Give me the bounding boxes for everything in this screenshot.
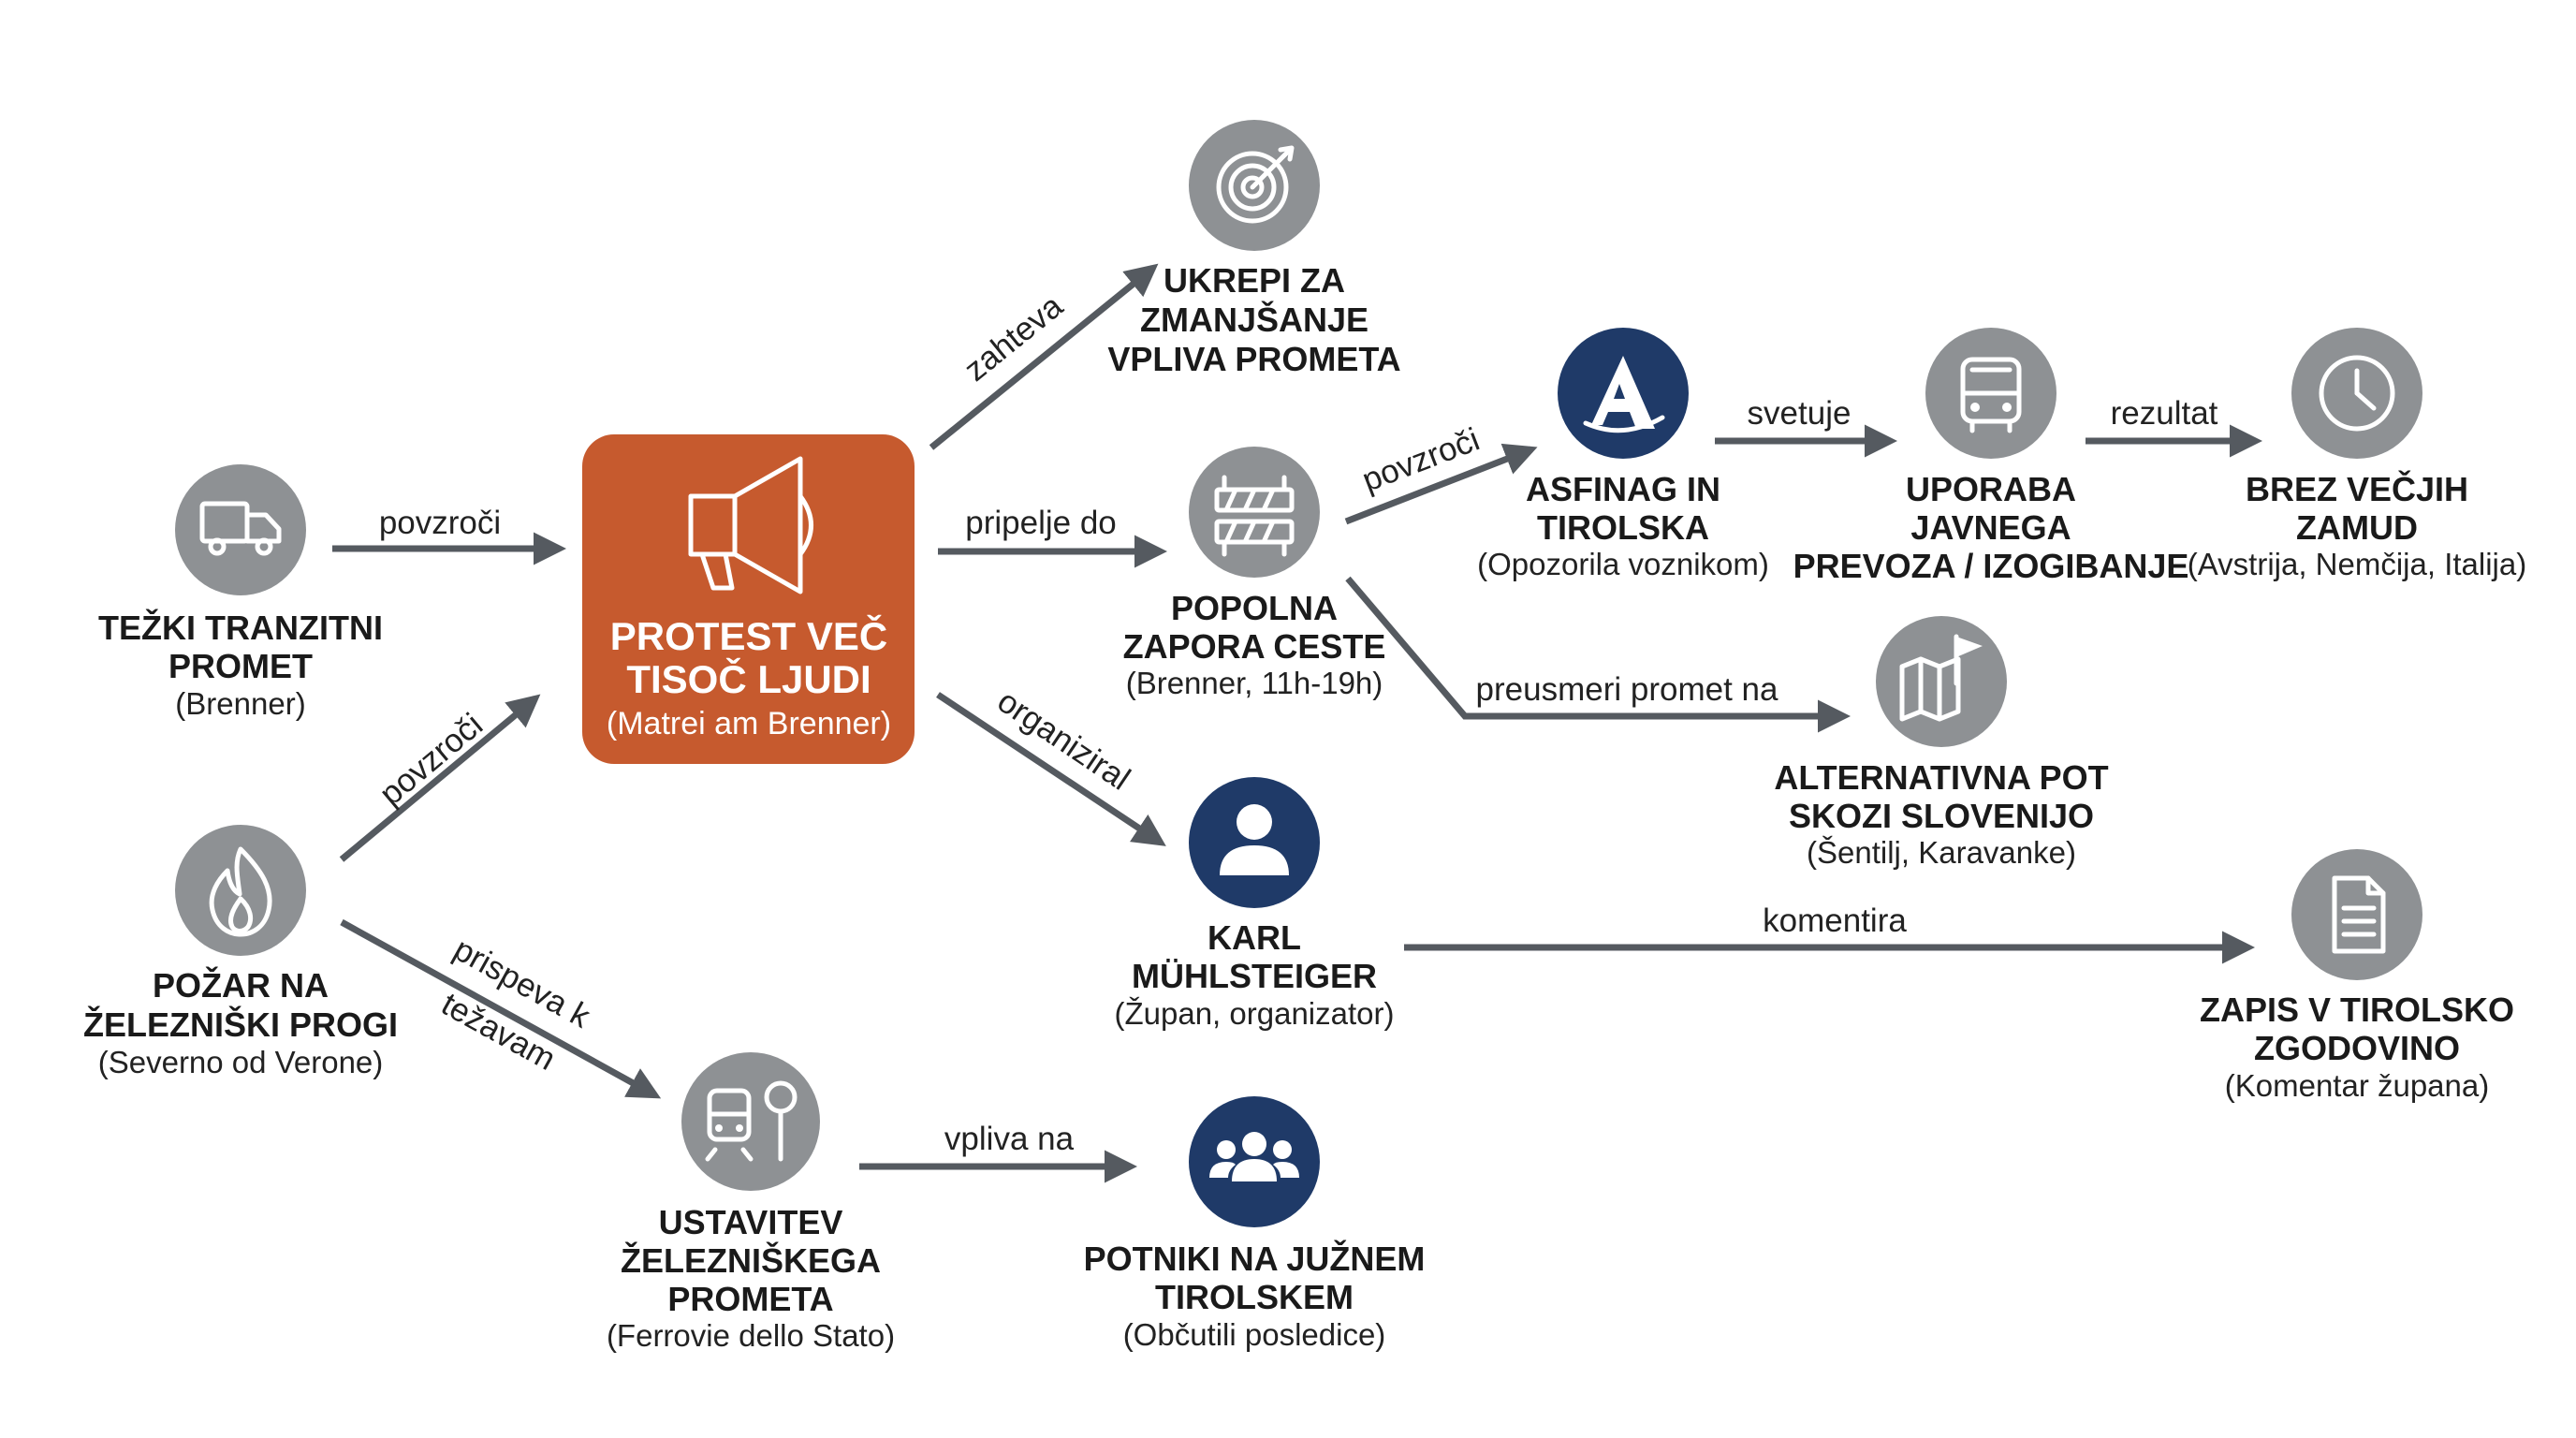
node-tezki-tranzitni-promet: TEŽKI TRANZITNI PROMET (Brenner) <box>98 464 383 721</box>
node-subtitle: (Severno od Verone) <box>98 1045 384 1079</box>
node-title-line-3: PROMETA <box>667 1280 833 1318</box>
edge-label-asfinag-uporaba: svetuje <box>1748 395 1852 432</box>
edge-ustavitev-potniki: vpliva na <box>859 1121 1137 1183</box>
node-subtitle: (Ferrovie dello Stato) <box>607 1318 895 1353</box>
node-title-line-1: ASFINAG IN <box>1526 470 1720 508</box>
fire-icon <box>209 846 272 937</box>
node-subtitle: (Župan, organizator) <box>1115 996 1395 1031</box>
edge-label-ustavitev-potniki: vpliva na <box>944 1121 1075 1157</box>
node-subtitle: (Opozorila voznikom) <box>1477 547 1769 581</box>
node-popolna-zapora-ceste: POPOLNA ZAPORA CESTE (Brenner, 11h-19h) <box>1123 447 1386 700</box>
node-ukrepi: UKREPI ZA ZMANJŠANJE VPLIVA PROMETA <box>1107 120 1401 378</box>
edge-label-karl-zapis: komentira <box>1763 902 1907 939</box>
edge-karl-zapis: komentira <box>1404 902 2255 964</box>
clock-icon <box>2319 355 2395 432</box>
node-alternativna-pot: ALTERNATIVNA POT SKOZI SLOVENIJO (Šentil… <box>1774 616 2109 870</box>
node-title-line-2: ZAMUD <box>2296 508 2418 547</box>
node-asfinag-in-tirolska: ASFINAG IN TIROLSKA (Opozorila voznikom) <box>1477 328 1769 581</box>
megaphone-icon <box>688 456 813 594</box>
edge-label-zapora-asfinag: povzroči <box>1357 421 1485 499</box>
node-title-line-2: ZGODOVINO <box>2254 1029 2460 1067</box>
node-brez-vecjih-zamud: BREZ VEČJIH ZAMUD (Avstrija, Nemčija, It… <box>2188 328 2526 581</box>
node-title-line-2: TIROLSKEM <box>1155 1278 1354 1316</box>
node-title-line-1: UPORABA <box>1906 470 2076 508</box>
edge-hub-zapora: pripelje do <box>938 505 1167 568</box>
node-karl-muhlsteiger: KARL MÜHLSTEIGER (Župan, organizator) <box>1115 777 1395 1031</box>
bus-icon <box>1960 357 2022 433</box>
node-uporaba-javnega-prevoza: UPORABA JAVNEGA PREVOZA / IZOGIBANJE <box>1793 328 2189 585</box>
edge-zapora-asfinag: povzroči <box>1344 421 1538 525</box>
node-title-line-2: JAVNEGA <box>1910 508 2071 547</box>
node-title-line-3: PREVOZA / IZOGIBANJE <box>1793 547 2189 585</box>
node-subtitle: (Brenner, 11h-19h) <box>1126 666 1383 700</box>
node-title-line-3: VPLIVA PROMETA <box>1107 340 1400 378</box>
edge-label-promet-hub: povzroči <box>379 505 501 541</box>
node-subtitle: (Občutili posledice) <box>1123 1317 1386 1352</box>
node-title-line-1: POPOLNA <box>1171 589 1338 627</box>
person-icon <box>1220 804 1289 875</box>
node-title-line-1: POTNIKI NA JUŽNEM <box>1084 1239 1426 1278</box>
edge-hub-karl: organiziral <box>936 682 1166 846</box>
barrier-icon <box>1214 475 1295 557</box>
edge-label-hub-zapora: pripelje do <box>965 505 1117 541</box>
hub-title-line-1: PROTEST VEČ <box>610 613 887 658</box>
node-subtitle: (Komentar župana) <box>2225 1068 2489 1103</box>
hub-node-protest: PROTEST VEČ TISOČ LJUDI (Matrei am Brenn… <box>582 434 915 764</box>
edge-pozar-hub: povzroči <box>339 694 541 862</box>
node-title-line-1: UKREPI ZA <box>1164 261 1345 300</box>
asfinag-logo-icon <box>1583 356 1665 433</box>
train-stop-icon <box>705 1080 798 1162</box>
edge-uporaba-brez: rezultat <box>2086 395 2262 458</box>
truck-icon <box>199 501 282 556</box>
node-title-line-2: ZAPORA CESTE <box>1123 627 1386 666</box>
edge-zapora-alternativna: preusmeri promet na <box>1345 576 1851 733</box>
node-potniki-na-juznem-tirolskem: POTNIKI NA JUŽNEM TIROLSKEM (Občutili po… <box>1084 1096 1426 1352</box>
document-icon <box>2332 875 2386 954</box>
node-title-line-2: ZMANJŠANJE <box>1140 300 1368 339</box>
edge-label-hub-ukrepi: zahteva <box>958 287 1070 389</box>
node-title-line-2: SKOZI SLOVENIJO <box>1789 797 2094 835</box>
hub-subtitle: (Matrei am Brenner) <box>607 706 891 741</box>
node-subtitle: (Avstrija, Nemčija, Italija) <box>2188 547 2526 581</box>
node-title-line-1: BREZ VEČJIH <box>2246 469 2468 508</box>
node-ustavitev-zelezniskega-prometa: USTAVITEV ŽELEZNIŠKEGA PROMETA (Ferrovie… <box>607 1052 895 1353</box>
node-title-line-1: ALTERNATIVNA POT <box>1774 758 2108 797</box>
node-subtitle: (Brenner) <box>175 686 305 721</box>
node-title-line-1: KARL <box>1208 918 1301 957</box>
edge-asfinag-uporaba: svetuje <box>1715 395 1897 458</box>
edge-label-uporaba-brez: rezultat <box>2111 395 2218 432</box>
node-title-line-2: TIROLSKA <box>1537 508 1709 547</box>
node-subtitle: (Šentilj, Karavanke) <box>1807 835 2076 870</box>
node-title-line-1: POŽAR NA <box>153 965 329 1005</box>
edge-promet-hub: povzroči <box>332 505 566 565</box>
node-title-line-1: ZAPIS V TIROLSKO <box>2200 990 2514 1029</box>
node-title-line-2: ŽELEZNIŠKI PROGI <box>83 1005 398 1044</box>
people-icon <box>1209 1132 1299 1181</box>
node-zapis-v-tirolsko-zgodovino: ZAPIS V TIROLSKO ZGODOVINO (Komentar žup… <box>2200 849 2514 1103</box>
node-title-line-1: USTAVITEV <box>659 1203 843 1241</box>
edge-label-zapora-alternativna: preusmeri promet na <box>1476 671 1778 708</box>
node-pozar-na-zelezniski-progi: POŽAR NA ŽELEZNIŠKI PROGI (Severno od Ve… <box>83 825 398 1079</box>
node-title-line-2: ŽELEZNIŠKEGA <box>621 1240 881 1280</box>
node-title-line-2: MÜHLSTEIGER <box>1132 957 1377 995</box>
map-flag-icon <box>1899 634 1983 722</box>
hub-title-line-2: TISOČ LJUDI <box>626 656 871 701</box>
edge-label-pozar-hub: povzroči <box>373 706 490 813</box>
node-title-line-2: PROMET <box>168 647 313 685</box>
target-icon <box>1216 145 1295 224</box>
node-title-line-1: TEŽKI TRANZITNI <box>98 608 383 647</box>
